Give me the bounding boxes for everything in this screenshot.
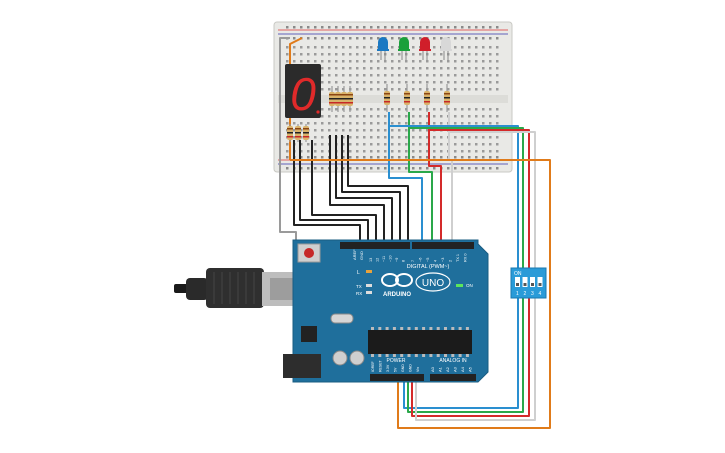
digital-label: DIGITAL (PWM~) <box>407 264 450 270</box>
wire-gray <box>279 37 297 240</box>
wire-black-6 <box>341 135 401 242</box>
dip-toggle[interactable] <box>522 277 528 287</box>
dip-number: 2 <box>524 291 527 297</box>
wire-red-dip <box>429 129 530 268</box>
wire-green-return <box>407 298 524 413</box>
analog-pin-label: A4 <box>460 366 465 372</box>
wire-black-3 <box>311 140 377 242</box>
tx-label: TX <box>356 284 362 289</box>
power-pin-label: 3.3V <box>386 364 390 372</box>
digital-pin-label: 4 <box>434 260 438 262</box>
analog-pin-label: A2 <box>445 366 450 372</box>
dip-number: 1 <box>516 291 519 297</box>
leds <box>377 37 452 60</box>
dip-number: 4 <box>539 291 542 297</box>
gnd-label: GND <box>359 251 364 260</box>
wire-blue-return <box>403 298 519 409</box>
seven-segment-display: 0 <box>285 64 321 120</box>
led-white <box>440 37 452 60</box>
digital-pin-label: ~5 <box>426 258 430 262</box>
analog-pin-label: A0 <box>430 366 435 372</box>
digital-pin-label: 13 <box>369 258 373 262</box>
wire-red <box>428 112 442 242</box>
power-pin-label: 5V <box>394 367 398 372</box>
digital-pin-label: 8 <box>402 260 406 262</box>
digital-pin-label: TX 1 <box>456 254 460 262</box>
analog-label: ANALOG IN <box>439 358 467 364</box>
led-blue <box>377 37 389 60</box>
power-pin-label: IOREF <box>371 361 375 372</box>
arduino-logo <box>381 273 413 287</box>
dip-toggle[interactable] <box>537 277 543 287</box>
dip-toggle[interactable] <box>515 277 520 287</box>
dip-number: 3 <box>531 291 534 297</box>
on-label: ON <box>466 283 473 288</box>
digital-pin-label: ~9 <box>395 258 399 262</box>
wires <box>279 37 551 429</box>
wire-green-dip <box>409 127 524 268</box>
wire-blue-dip <box>389 125 519 268</box>
aref-label: AREF <box>352 249 357 260</box>
wire-orange-long <box>290 159 551 429</box>
logo-text: ARDUINO <box>383 292 411 298</box>
wire-black-1 <box>293 140 361 242</box>
analog-pin-label: A5 <box>468 366 473 372</box>
digital-pin-label: ~3 <box>441 258 445 262</box>
dip-on-label: ON <box>514 271 522 277</box>
wire-white-return <box>415 298 536 421</box>
wire-orange-top <box>289 37 303 160</box>
led-red <box>419 37 431 60</box>
rx-label: RX <box>356 291 362 296</box>
wire-black-5 <box>335 135 393 242</box>
analog-pin-label: A3 <box>453 366 458 372</box>
l-label: L <box>357 270 360 276</box>
led-green <box>398 37 410 60</box>
usb-cable <box>174 268 296 308</box>
power-pin-label: RESET <box>379 359 383 372</box>
wire-white-dip <box>449 131 536 268</box>
power-pin-label: GND <box>401 364 405 372</box>
digital-pin-label: 2 <box>449 260 453 262</box>
wire-green <box>408 112 433 242</box>
analog-pin-label: A1 <box>438 366 443 372</box>
wire-red-return <box>411 298 530 417</box>
model-text: UNO <box>422 278 444 289</box>
power-label: POWER <box>387 358 406 364</box>
dip-toggle[interactable] <box>530 277 535 287</box>
digital-pin-label: ~11 <box>382 256 386 262</box>
power-pin-label: GND <box>409 364 413 372</box>
digital-pin-label: RX 0 <box>464 254 468 262</box>
wire-black-2 <box>299 140 369 242</box>
digital-pin-label: ~10 <box>389 256 393 262</box>
seven-segment-digit: 0 <box>290 68 316 120</box>
wire-blue <box>388 112 423 242</box>
digital-pin-label: 7 <box>411 260 415 262</box>
wire-black-4 <box>329 135 385 242</box>
resistors <box>287 84 450 142</box>
power-pin-label: Vin <box>416 367 420 372</box>
digital-pin-label: 12 <box>376 258 380 262</box>
digital-pin-label: ~6 <box>419 258 423 262</box>
